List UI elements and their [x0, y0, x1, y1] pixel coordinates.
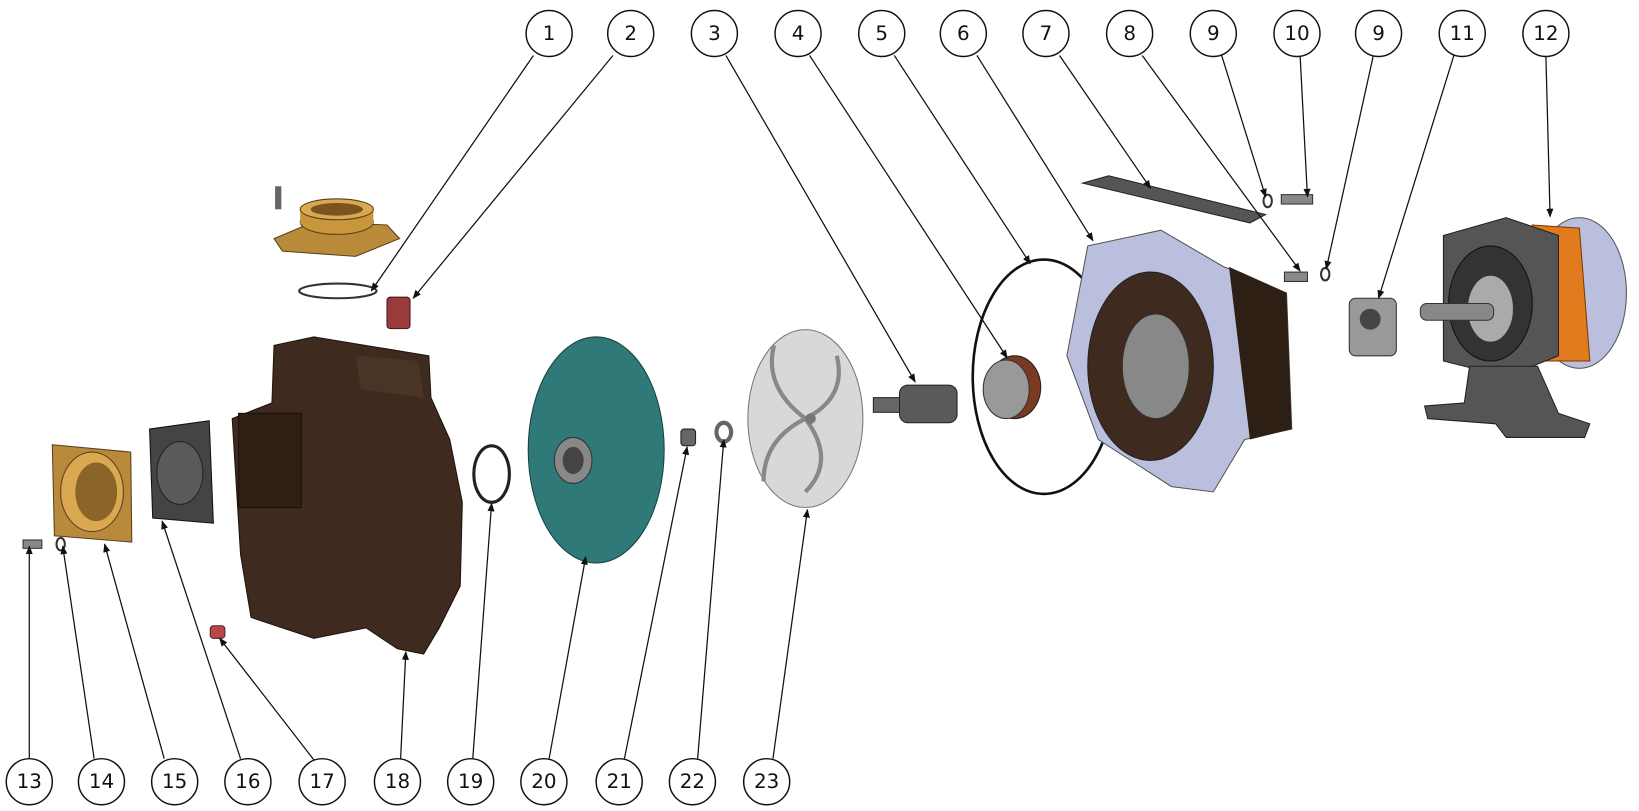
discharge-flange-assembly: [273, 186, 401, 257]
svg-text:4: 4: [792, 22, 805, 45]
washer-9a: [1262, 193, 1273, 209]
balloon-16[interactable]: 16: [224, 757, 272, 806]
svg-text:5: 5: [875, 22, 888, 45]
plug-2: [386, 296, 411, 330]
balloon-7[interactable]: 7: [1022, 9, 1070, 58]
balloon-15[interactable]: 15: [150, 757, 199, 806]
svg-text:16: 16: [235, 770, 260, 793]
balloon-1[interactable]: 1: [525, 9, 573, 58]
svg-text:3: 3: [708, 22, 721, 45]
svg-text:9: 9: [1207, 22, 1220, 45]
svg-text:20: 20: [531, 770, 556, 793]
balloon-13[interactable]: 13: [5, 757, 54, 806]
balloon-8[interactable]: 8: [1105, 9, 1154, 58]
balloon-9a[interactable]: 9: [1189, 9, 1238, 58]
bolt-10: [1280, 194, 1314, 205]
balloon-6[interactable]: 6: [939, 9, 988, 58]
svg-text:7: 7: [1040, 22, 1053, 45]
balloon-17[interactable]: 17: [298, 757, 346, 806]
balloon-21[interactable]: 21: [595, 757, 643, 806]
balloon-2[interactable]: 2: [606, 9, 655, 58]
cover-plate-16: [149, 420, 214, 524]
balloon-22[interactable]: 22: [668, 757, 717, 806]
svg-text:9: 9: [1372, 22, 1385, 45]
balloon-23[interactable]: 23: [742, 757, 791, 806]
bearing-bracket-6: [1066, 229, 1293, 493]
svg-text:19: 19: [458, 770, 483, 793]
bolt-13: [22, 539, 43, 549]
svg-text:2: 2: [624, 22, 637, 45]
bearing-frame-12: [1419, 217, 1627, 438]
svg-text:10: 10: [1284, 22, 1309, 45]
mechanical-seal-4: [982, 355, 1042, 420]
impeller-23: [747, 329, 864, 509]
impeller-nut-21: [680, 428, 697, 447]
coupling-11: [1348, 297, 1397, 357]
pump-casing-18: [231, 336, 463, 655]
svg-text:1: 1: [543, 22, 556, 45]
bolt-8: [1283, 271, 1308, 283]
svg-text:14: 14: [89, 770, 114, 793]
balloon-12[interactable]: 12: [1522, 9, 1570, 58]
o-ring-19: [472, 444, 511, 504]
balloon-row-top: 1 2 3 4 5 6 7 8 9 10 9 11 12: [525, 9, 1570, 58]
svg-text:21: 21: [607, 770, 632, 793]
guard-plate-7: [1080, 175, 1268, 224]
svg-text:17: 17: [310, 770, 335, 793]
balloon-row-bottom: 13 14 15 16 17 18 19 20 21 22 23: [5, 757, 791, 806]
balloon-11[interactable]: 11: [1438, 9, 1486, 58]
balloon-20[interactable]: 20: [520, 757, 568, 806]
svg-text:12: 12: [1533, 22, 1558, 45]
balloon-9b[interactable]: 9: [1354, 9, 1403, 58]
svg-text:23: 23: [754, 770, 779, 793]
flange-15: [51, 444, 133, 543]
balloon-19[interactable]: 19: [446, 757, 495, 806]
balloon-14[interactable]: 14: [77, 757, 126, 806]
svg-text:15: 15: [162, 770, 187, 793]
balloon-5[interactable]: 5: [857, 9, 906, 58]
washer-9b: [1319, 266, 1331, 282]
wear-plate-20: [527, 336, 665, 564]
svg-text:6: 6: [957, 22, 970, 45]
svg-text:11: 11: [1450, 22, 1475, 45]
drain-plug-17: [209, 625, 226, 639]
svg-text:22: 22: [680, 770, 705, 793]
balloon-18[interactable]: 18: [373, 757, 422, 806]
balloon-4[interactable]: 4: [774, 9, 822, 58]
leader-lines: [25, 55, 1554, 761]
svg-text:18: 18: [385, 770, 410, 793]
svg-text:8: 8: [1123, 22, 1136, 45]
o-ring-1: [298, 282, 378, 300]
balloon-10[interactable]: 10: [1273, 9, 1321, 58]
washer-22: [714, 420, 734, 444]
svg-text:13: 13: [17, 770, 42, 793]
balloon-3[interactable]: 3: [690, 9, 739, 58]
shaft-sleeve-3: [872, 384, 958, 424]
